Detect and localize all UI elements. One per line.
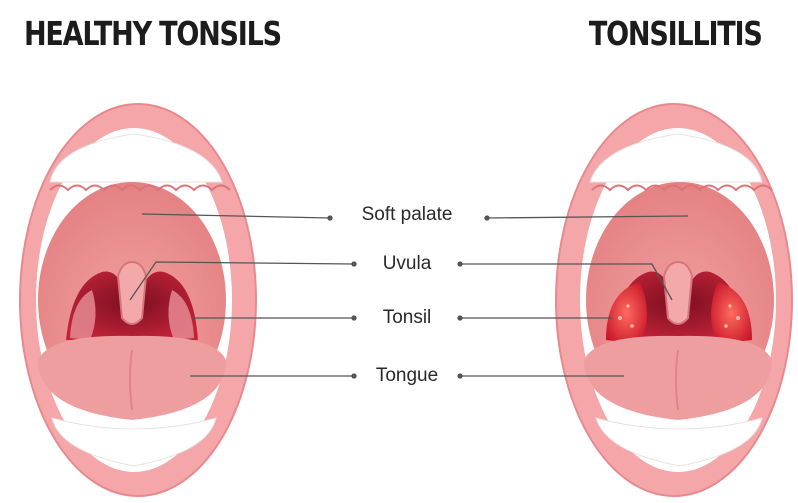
uvula <box>118 262 146 324</box>
label-uvula: Uvula <box>317 253 497 275</box>
label-tonsil: Tonsil <box>317 307 497 329</box>
label-soft-palate: Soft palate <box>317 204 497 226</box>
label-tongue: Tongue <box>317 365 497 387</box>
healthy-mouth <box>20 104 256 496</box>
tonsillitis-mouth <box>556 104 792 496</box>
